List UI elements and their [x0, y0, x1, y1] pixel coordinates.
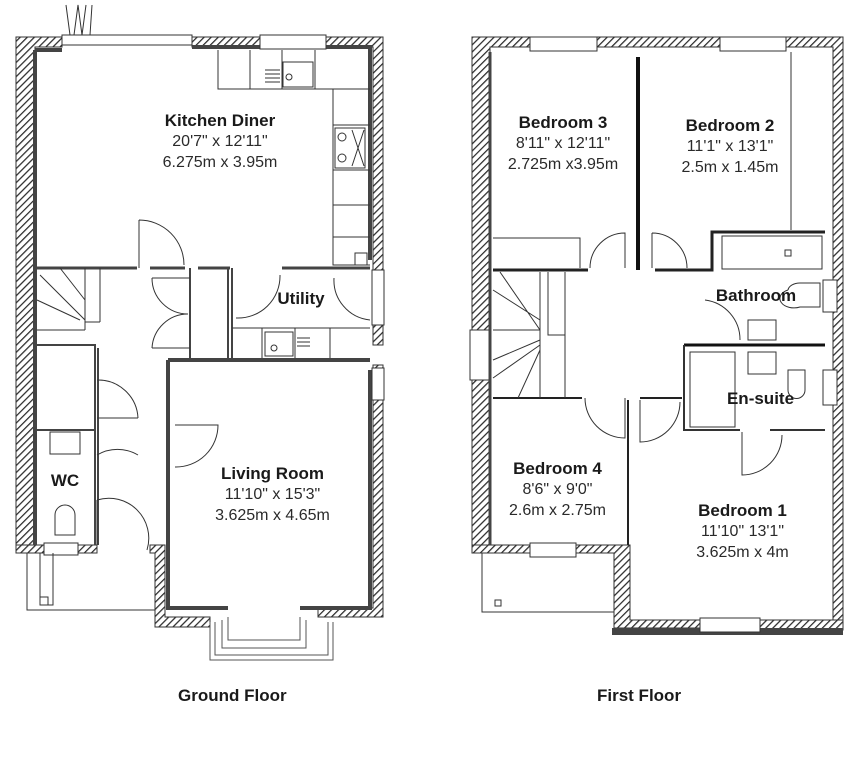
room-dimensions-imperial: 8'6" x 9'0": [522, 481, 593, 499]
room-dimensions-metric: 3.625m x 4.65m: [215, 506, 330, 524]
room-label-wc: WC: [40, 470, 90, 492]
room-name: En-suite: [726, 389, 795, 408]
first-floor-plan: [469, 36, 844, 635]
room-label-bedroom-1: Bedroom 1 11'10" 13'1" 3.625m x 4m: [670, 500, 815, 564]
floor-title-first: First Floor: [597, 686, 682, 705]
room-label-living-room: Living Room 11'10" x 15'3" 3.625m x 4.65…: [180, 463, 365, 527]
room-name: Bedroom 2: [685, 116, 775, 135]
room-name: WC: [50, 471, 80, 490]
room-label-utility: Utility: [266, 288, 336, 310]
room-label-bedroom-2: Bedroom 2 11'1" x 13'1" 2.5m x 1.45m: [660, 115, 800, 179]
room-dimensions-imperial: 8'11" x 12'11": [515, 135, 611, 153]
room-name: Bedroom 3: [518, 113, 608, 132]
room-dimensions-metric: 2.725m x3.95m: [507, 155, 619, 173]
room-name: Bathroom: [715, 286, 797, 305]
room-dimensions-metric: 3.625m x 4m: [696, 543, 789, 561]
room-name: Kitchen Diner: [164, 111, 276, 130]
room-label-kitchen-diner: Kitchen Diner 20'7" x 12'11" 6.275m x 3.…: [120, 110, 320, 174]
room-dimensions-metric: 2.5m x 1.45m: [681, 158, 779, 176]
room-dimensions-imperial: 11'1" x 13'1": [686, 138, 774, 156]
room-dimensions-metric: 6.275m x 3.95m: [162, 153, 278, 171]
room-label-en-suite: En-suite: [718, 388, 803, 410]
room-dimensions-imperial: 20'7" x 12'11": [172, 133, 268, 151]
room-dimensions-imperial: 11'10" x 15'3": [224, 486, 321, 504]
room-name: Bedroom 1: [698, 501, 787, 520]
room-name: Utility: [277, 289, 325, 308]
room-dimensions-imperial: 11'10" 13'1": [700, 523, 784, 541]
room-label-bedroom-3: Bedroom 3 8'11" x 12'11" 2.725m x3.95m: [488, 112, 638, 176]
room-name: Living Room: [221, 464, 324, 483]
room-label-bathroom: Bathroom: [706, 285, 806, 307]
ground-exterior-wall: [15, 36, 63, 546]
room-name: Bedroom 4: [513, 459, 602, 478]
room-dimensions-metric: 2.6m x 2.75m: [509, 501, 606, 519]
room-label-bedroom-4: Bedroom 4 8'6" x 9'0" 2.6m x 2.75m: [490, 458, 625, 522]
floor-title-ground: Ground Floor: [178, 686, 287, 705]
ground-floor-plan: [15, 4, 385, 661]
